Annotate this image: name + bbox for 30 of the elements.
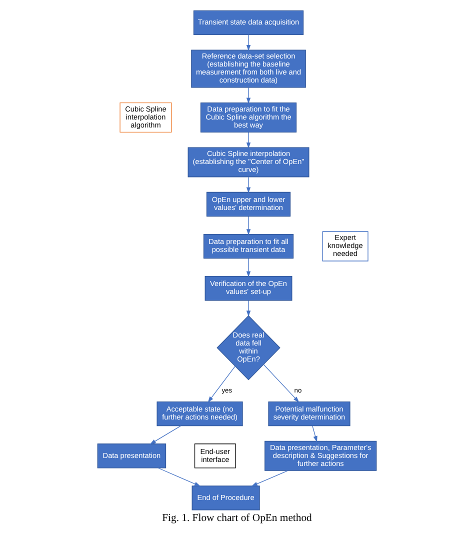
node-box: OpEn upper and lower values' determination: [206, 192, 291, 217]
arrow: [246, 132, 251, 148]
node-box: Verification of the OpEn values' set-up: [204, 276, 292, 301]
arrow: [264, 364, 300, 402]
node-box: Data presentation: [97, 444, 166, 468]
arrow: [246, 34, 251, 52]
node-box: Potential malfunction severity determination: [268, 402, 350, 426]
node-box: End-user interface: [194, 444, 236, 468]
node-diamond: Does real data fell within OpEn?: [216, 315, 280, 380]
node-box: Expert knowledge needed: [322, 231, 368, 262]
arrow: [158, 468, 200, 486]
arrow: [246, 300, 251, 317]
arrow: [246, 176, 251, 194]
node-box: Data preparation to fit the Cubic Spline algorithm the best way: [200, 102, 297, 132]
arrow: [251, 470, 288, 486]
arrow: [246, 258, 251, 278]
node-box: Data preparation to fit all possible transient data: [203, 234, 294, 259]
node-box: Acceptable state (no further actions needed): [156, 402, 243, 426]
node-box: Transient state data acquisition: [193, 10, 304, 36]
node-box: Data presentation, Parameter's description & Suggestions for further actions: [264, 440, 377, 471]
node-box: End of Procedure: [192, 486, 260, 510]
arrow: [246, 87, 251, 104]
caption: Fig. 1. Flow chart of OpEn method: [162, 512, 312, 524]
arrow: [246, 216, 251, 236]
arrow: [208, 366, 236, 402]
arrow: [312, 426, 318, 442]
arrow: [150, 426, 181, 444]
node-box: Cubic Spline interpolation (establishing the "Center of OpEn" curve): [188, 147, 310, 178]
node-box: Cubic Spline interpolation algorithm: [120, 102, 172, 132]
node-box: Reference data-set selection (establishing the baseline measurement from both live and construction data): [191, 50, 306, 88]
